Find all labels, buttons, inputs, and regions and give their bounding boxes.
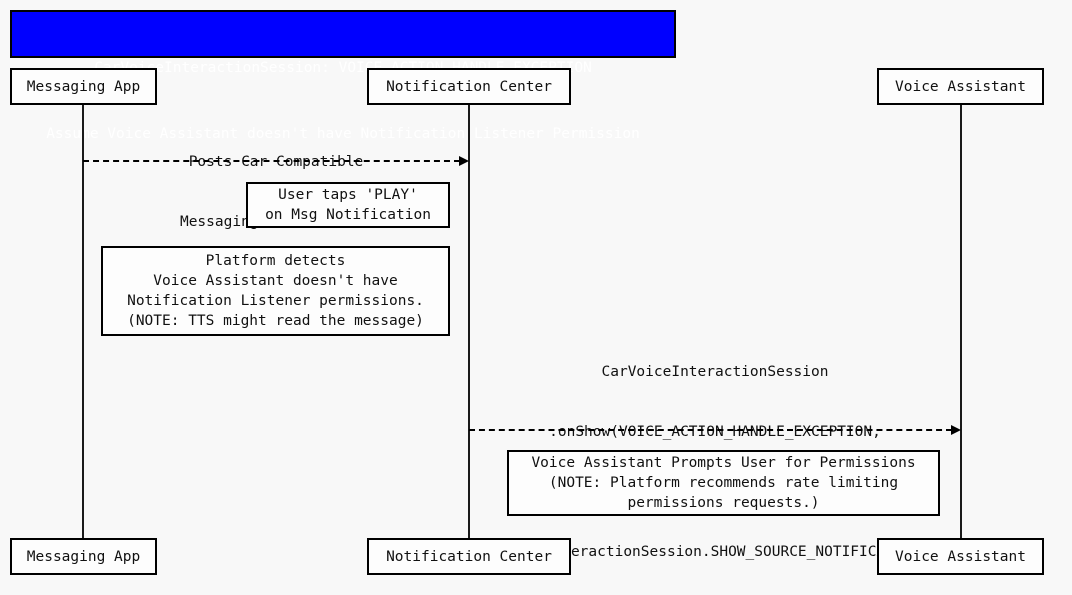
message-line: .onShow(VOICE_ACTION_HANDLE_EXCEPTION, xyxy=(549,424,881,440)
participant-label: Notification Center xyxy=(386,78,552,95)
arrow-shaft xyxy=(83,160,460,162)
diagram-title-banner: CarVoiceInteractionSession: VOICE_ACTION… xyxy=(10,10,676,142)
participant-bottom-voice-assistant[interactable]: Voice Assistant xyxy=(877,538,1044,575)
lifeline-voice-assistant xyxy=(960,105,962,538)
note-line: on Msg Notification xyxy=(265,207,431,223)
message-arrow-post-notification xyxy=(83,156,469,166)
note-line: Voice Assistant doesn't have xyxy=(153,273,398,289)
participant-label: Messaging App xyxy=(26,548,141,565)
lifeline-messaging-app xyxy=(82,105,84,538)
message-line: CarVoiceInteractionSession xyxy=(601,364,829,380)
participant-label: Messaging App xyxy=(26,78,141,95)
note-line: Platform detects xyxy=(205,253,346,269)
participant-top-voice-assistant[interactable]: Voice Assistant xyxy=(877,68,1044,105)
note-line: Notification Listener permissions. xyxy=(127,293,424,309)
arrow-head-icon xyxy=(951,425,961,435)
arrow-head-icon xyxy=(459,156,469,166)
note-line: User taps 'PLAY' xyxy=(278,187,418,203)
note-line: permissions requests.) xyxy=(627,495,820,511)
arrow-shaft xyxy=(469,429,952,431)
participant-bottom-messaging-app[interactable]: Messaging App xyxy=(10,538,157,575)
note-platform-detects: Platform detects Voice Assistant doesn't… xyxy=(101,246,450,336)
message-arrow-on-show xyxy=(469,425,961,435)
note-user-taps-play: User taps 'PLAY' on Msg Notification xyxy=(246,182,450,228)
participant-top-notification-center[interactable]: Notification Center xyxy=(367,68,571,105)
message-line: Posts Car Compatible xyxy=(188,154,364,170)
participant-top-messaging-app[interactable]: Messaging App xyxy=(10,68,157,105)
participant-label: Notification Center xyxy=(386,548,552,565)
message-line: VoiceInteractionSession.SHOW_SOURCE_NOTI… xyxy=(501,544,929,560)
participant-bottom-notification-center[interactable]: Notification Center xyxy=(367,538,571,575)
lifeline-notification-center xyxy=(468,105,470,538)
participant-label: Voice Assistant xyxy=(895,548,1026,565)
note-prompts-permissions: Voice Assistant Prompts User for Permiss… xyxy=(507,450,940,516)
note-line: (NOTE: Platform recommends rate limiting xyxy=(548,475,899,491)
note-line: Voice Assistant Prompts User for Permiss… xyxy=(531,455,916,471)
participant-label: Voice Assistant xyxy=(895,78,1026,95)
diagram-title-line-2: Assume Voice Assistant doesn't have Noti… xyxy=(46,126,640,142)
note-line: (NOTE: TTS might read the message) xyxy=(127,313,424,329)
